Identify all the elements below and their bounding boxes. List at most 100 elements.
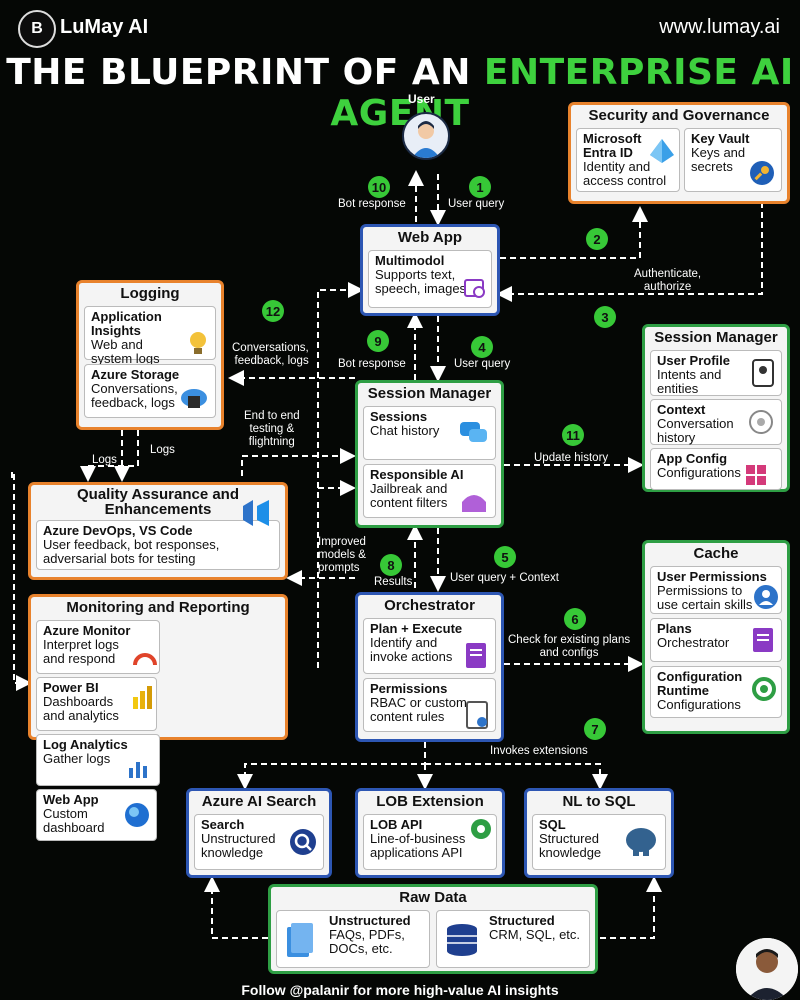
user-avatar-icon [402,112,450,160]
profile-card-icon [752,359,774,387]
responsible-ai-desc: Jailbreak and content filters [370,481,448,510]
unstructured-card: Unstructured FAQs, PDFs, DOCs, etc. [276,910,430,968]
label-authenticate: Authenticate, authorize [634,268,702,293]
config-runtime-card: Configuration Runtime Configurations [650,666,782,718]
lob-api-desc: Line-of-business applications API [370,831,466,860]
power-bi-desc: Dashboards and analytics [43,694,119,723]
web-app-dashboard-card: Web App Custom dashboard [36,789,157,841]
label-user-query-top: User query [448,198,505,210]
raw-data-box: Raw Data Unstructured FAQs, PDFs, DOCs, … [268,884,598,974]
plan-execute-title: Plan + Execute [370,621,463,636]
plans-desc: Orchestrator [657,635,730,650]
label-update-history: Update history [534,452,609,464]
search-card-desc: Unstructured knowledge [201,831,276,860]
permissions-title: Permissions [370,681,448,696]
step-badge-3: 3 [594,306,616,328]
step-badge-7: 7 [584,718,606,740]
title-green: ENTERPRISE AI AGENT [330,52,794,134]
lob-extension-box: LOB Extension LOB API Line-of-business a… [355,788,505,878]
page-title: THE BLUEPRINT OF AN ENTERPRISE AI AGENT [0,52,800,134]
plans-clipboard-icon [753,628,773,652]
author-avatar-icon [736,938,798,1000]
monitoring-reporting-box: Monitoring and Reporting Azure Monitor I… [28,594,288,841]
globe-icon [125,803,149,827]
logging-box: Logging Application Insights Web and sys… [76,280,224,430]
session-title: Session Manager [367,385,492,402]
orchestrator-title: Orchestrator [384,597,475,614]
search-title: Azure AI Search [201,793,317,810]
website-url[interactable]: www.lumay.ai [659,16,780,38]
sessions-card: Sessions Chat history [363,406,496,460]
responsible-ai-title: Responsible AI [370,467,464,482]
user-label: User [408,92,435,106]
power-bi-title: Power BI [43,680,99,695]
user-permissions-card: User Permissions Permissions to use cert… [650,566,782,614]
monitoring-title: Monitoring and Reporting [66,599,250,616]
structured-card: Structured CRM, SQL, etc. [436,910,590,968]
multimodal-card: Multimodol Supports text, speech, images [368,250,492,308]
title-white: THE BLUEPRINT OF AN [6,52,471,93]
entra-title: Microsoft Entra ID [583,131,642,160]
user-profile-title: User Profile [657,353,730,368]
permissions-desc: RBAC or custom content rules [370,695,467,724]
label-bot-response-top: Bot response [338,198,406,210]
app-insights-card: Application Insights Web and system logs [84,306,216,366]
plan-execute-desc: Identify and invoke actions [370,635,453,664]
user-permissions-desc: Permissions to use certain skills [657,583,753,612]
step-badge-5: 5 [494,546,516,568]
sql-title: SQL [539,817,566,832]
shield-filter-icon [462,495,486,512]
qa-title: Quality Assurance and Enhancements [77,486,239,518]
entra-id-icon [649,139,674,163]
document-stack-icon [287,923,313,957]
multimodal-desc: Supports text, speech, images [375,267,467,296]
step-badge-9: 9 [367,330,389,352]
azure-storage-card: Azure Storage Conversations, feedback, l… [84,364,216,418]
app-config-desc: Configurations [657,465,741,480]
nl2sql-title: NL to SQL [562,793,636,810]
config-grid-icon [746,465,766,485]
session-manager-right-box: Session Manager User Profile Intents and… [642,324,790,492]
web-app-dash-title: Web App [43,792,99,807]
step-badge-4: 4 [471,336,493,358]
database-icon [447,924,477,956]
step-badge-10: 10 [368,176,390,198]
entra-id-card: Microsoft Entra ID Identity and access c… [576,128,680,192]
app-insights-title: Application Insights [91,309,162,338]
key-vault-icon [750,161,774,185]
sessions-title: Sessions [370,409,428,424]
context-title: Context [657,402,706,417]
user-profile-desc: Intents and entities [657,367,722,396]
label-logs-b: Logs [150,444,175,456]
security-title: Security and Governance [588,107,770,124]
sql-desc: Structured knowledge [539,831,602,860]
sql-card: SQL Structured knowledge [532,814,666,870]
azure-monitor-desc: Interpret logs and respond [43,637,119,666]
session-right-title: Session Manager [654,329,778,346]
search-icon [290,829,316,855]
label-results: Results [374,576,413,588]
gauge-icon [133,653,157,666]
document-check-icon [466,701,488,729]
app-insights-desc: Web and system logs [91,337,160,366]
sessions-desc: Chat history [370,423,440,438]
log-analytics-desc: Gather logs [43,751,111,766]
security-governance-box: Security and Governance Microsoft Entra … [568,102,790,204]
log-analytics-card: Log Analytics Gather logs [36,734,160,786]
session-manager-box: Session Manager Sessions Chat history Re… [355,380,504,528]
azure-storage-desc: Conversations, feedback, logs [91,381,178,410]
multimodal-title: Multimodol [375,253,445,268]
step-badge-6: 6 [564,608,586,630]
azure-monitor-title: Azure Monitor [43,623,131,638]
power-bi-icon [133,686,152,709]
label-uq-context: User query + Context [450,572,559,584]
azure-devops-card: Azure DevOps, VS Code User feedback, bot… [36,500,280,570]
web-app-box: Web App Multimodol Supports text, speech… [360,224,500,316]
context-desc: Conversation history [657,416,734,445]
search-card: Search Unstructured knowledge [194,814,324,870]
cache-title: Cache [693,545,739,562]
azure-monitor-card: Azure Monitor Interpret logs and respond [36,620,160,674]
user-profile-card: User Profile Intents and entities [650,350,782,396]
config-runtime-desc: Configurations [657,697,741,712]
unstructured-title: Unstructured [329,913,411,928]
